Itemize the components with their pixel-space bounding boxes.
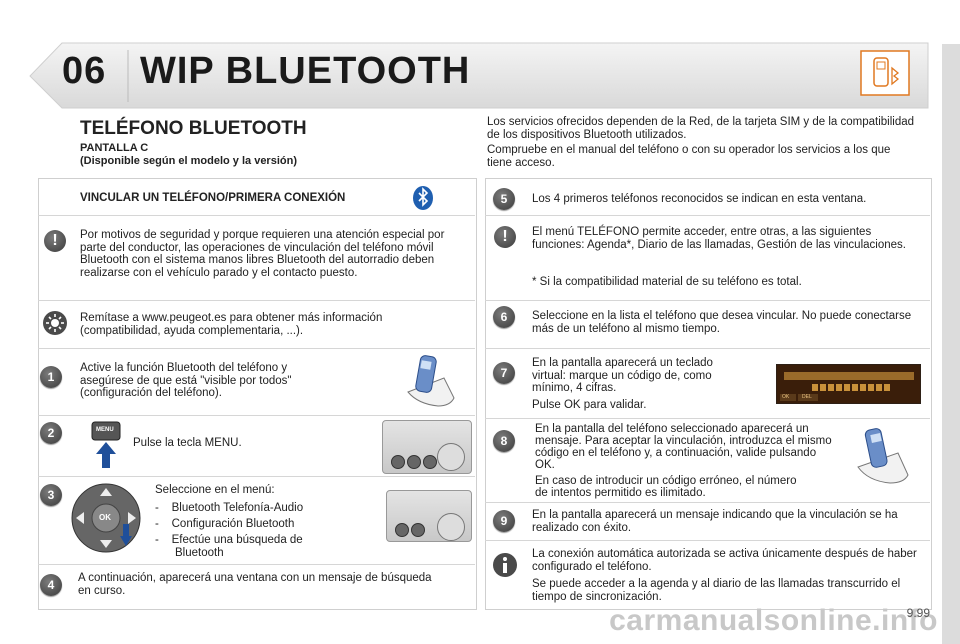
- phone-bluetooth-icon: [860, 50, 910, 96]
- warning-icon: !: [494, 226, 516, 248]
- step-1-text: Active la función Bluetooth del teléfono…: [80, 362, 292, 399]
- step-2-text: Pulse la tecla MENU.: [133, 437, 242, 449]
- step-6-text: Seleccione en la lista el teléfono que d…: [532, 310, 912, 335]
- screen-label: PANTALLA C: [80, 142, 149, 154]
- ok-key-label: OK: [99, 513, 111, 522]
- menu-path-item: - Configuración Bluetooth: [155, 518, 295, 530]
- menu-path-item: - Bluetooth Telefonía-Audio: [155, 502, 304, 514]
- radio-unit-image-2: [386, 490, 472, 542]
- ok-dpad-icon: [71, 483, 141, 553]
- step-2-badge: 2: [40, 422, 62, 444]
- radio-unit-image: [382, 420, 472, 474]
- compatibility-footnote: * Si la compatibilidad material de su te…: [532, 276, 802, 288]
- keypad-ok: OK: [782, 394, 790, 400]
- step-8-text: En la pantalla del teléfono seleccionado…: [535, 423, 832, 471]
- menu-key-label: MENU: [96, 427, 114, 433]
- info-icon: [493, 553, 517, 577]
- step-9-text: En la pantalla aparecerá un mensaje indi…: [532, 509, 898, 534]
- page-number: 9.99: [906, 606, 930, 620]
- safety-warning: Por motivos de seguridad y porque requie…: [80, 229, 445, 279]
- step-6-badge: 6: [493, 306, 515, 328]
- bluetooth-icon: [413, 186, 433, 210]
- section-title: TELÉFONO BLUETOOTH: [80, 118, 307, 139]
- step-3-intro: Seleccione en el menú:: [155, 484, 275, 496]
- step-1-badge: 1: [40, 366, 62, 388]
- warning-icon: !: [44, 230, 66, 252]
- step-8-retry: En caso de introducir un código erróneo,…: [535, 475, 797, 499]
- tip-icon: [43, 311, 67, 335]
- operator-note: Compruebe en el manual del teléfono o co…: [487, 144, 891, 169]
- availability-note: (Disponible según el modelo y la versión…: [80, 155, 297, 167]
- auto-connect-note: La conexión automática autorizada se act…: [532, 548, 917, 573]
- step-4-badge: 4: [40, 574, 62, 596]
- phone-hand-icon: [407, 355, 455, 407]
- step-5-badge: 5: [493, 188, 515, 210]
- phone-menu-note: El menú TELÉFONO permite acceder, entre …: [532, 226, 906, 251]
- step-5-text: Los 4 primeros teléfonos reconocidos se …: [532, 193, 867, 205]
- peugeot-link-tip: Remítase a www.peugeot.es para obtener m…: [80, 312, 383, 337]
- chapter-number: 06: [62, 50, 107, 92]
- header-bar: [29, 42, 929, 109]
- page-title: WIP BLUETOOTH: [140, 50, 471, 92]
- sync-note: Se puede acceder a la agenda y al diario…: [532, 578, 901, 603]
- virtual-keypad-screen: [776, 364, 921, 404]
- pairing-title: VINCULAR UN TELÉFONO/PRIMERA CONEXIÓN: [80, 192, 346, 204]
- step-7-badge: 7: [493, 362, 515, 384]
- services-note: Los servicios ofrecidos dependen de la R…: [487, 116, 915, 141]
- menu-path-list: - Bluetooth Telefonía-Audio - Configurac…: [155, 502, 345, 563]
- menu-path-item: - Efectúe una búsqueda de Bluetooth: [155, 534, 303, 559]
- step-8-badge: 8: [493, 430, 515, 452]
- page-edge-strip: [942, 44, 960, 644]
- step-7-text: En la pantalla aparecerá un teclado virt…: [532, 357, 713, 394]
- menu-key-icon: [91, 421, 121, 468]
- step-7-validate: Pulse OK para validar.: [532, 399, 647, 411]
- step-9-badge: 9: [493, 510, 515, 532]
- phone-hand-icon: [857, 428, 909, 484]
- watermark: carmanualsonline.info: [609, 604, 938, 637]
- step-4-text: A continuación, aparecerá una ventana co…: [78, 572, 432, 597]
- step-3-badge: 3: [40, 484, 62, 506]
- keypad-del: DEL: [802, 394, 812, 400]
